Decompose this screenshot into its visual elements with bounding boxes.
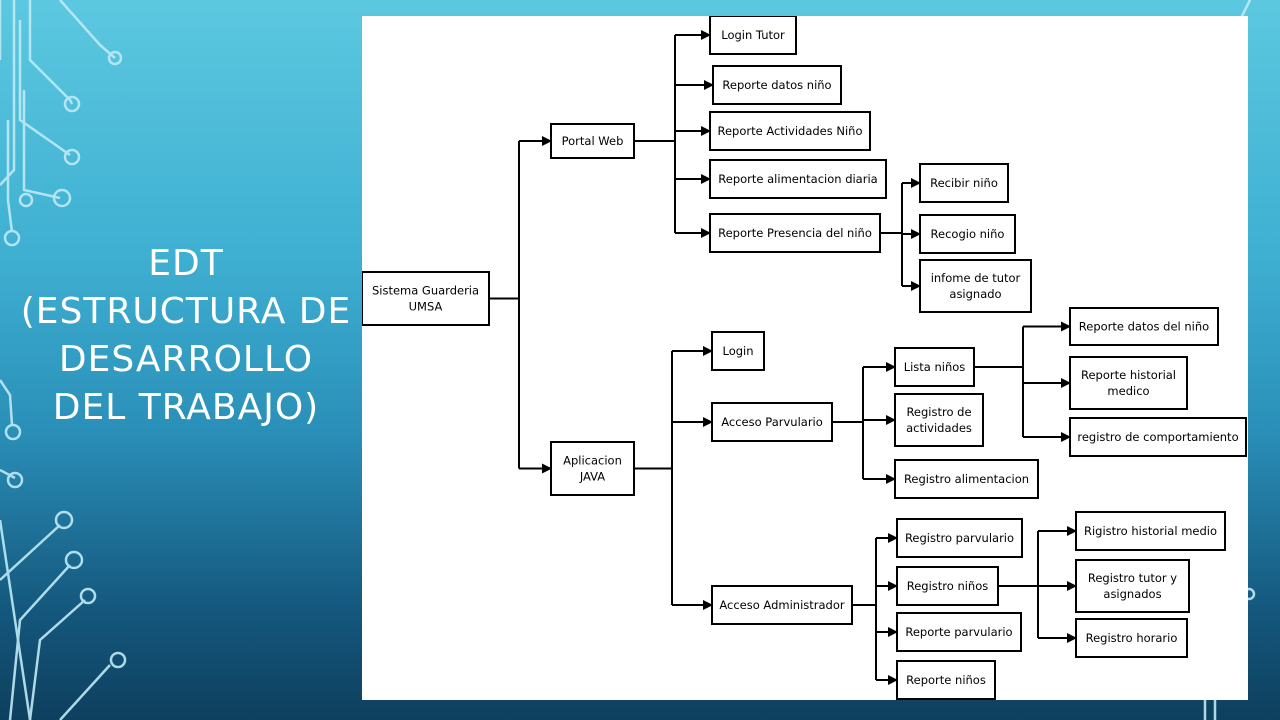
node-reg-horario: Registro horario [1075,618,1188,658]
node-acc-parv: Acceso Parvulario [711,402,833,442]
node-login: Login [711,331,765,371]
node-portal: Portal Web [550,123,635,159]
node-label: Portal Web [562,134,624,148]
node-lista-ninos: Lista niños [894,347,975,387]
node-label: Aplicacion [563,454,622,468]
title-line-4: DEL TRABAJO) [52,387,320,428]
node-box [894,459,1039,499]
node-rep-datos-nino: Reporte datos niño [712,65,842,105]
node-label: Registro horario [1086,631,1178,645]
node-box [1069,356,1188,410]
node-label: Reporte niños [906,673,986,687]
node-box [919,214,1016,254]
node-label: Lista niños [904,360,966,374]
node-label: Sistema Guarderia [372,284,479,298]
node-box [919,163,1009,203]
title-line-2: (ESTRUCTURA DE [20,291,352,332]
node-label: Recogio niño [931,227,1005,241]
node-rep-presencia: Reporte Presencia del niño [709,213,881,253]
node-box [711,585,853,625]
node-label: medico [1107,384,1149,398]
node-label: Registro de [906,405,971,419]
node-rep-act-nino: Reporte Actividades Niño [709,111,871,151]
node-reg-alim: Registro alimentacion [894,459,1039,499]
title-line-1: EDT [148,243,224,284]
node-label: Reporte Presencia del niño [718,226,872,240]
node-label: Rigistro historial medio [1084,524,1217,538]
node-label: Login Tutor [721,28,785,42]
node-label: actividades [906,421,972,435]
node-label: asignados [1103,587,1161,601]
node-box [896,518,1023,558]
node-recibir: Recibir niño [919,163,1009,203]
node-label: Acceso Parvulario [721,415,823,429]
node-box [709,159,887,199]
node-rep-datos-del-nino: Reporte datos del niño [1069,307,1219,346]
node-box [711,402,833,442]
node-label: Reporte alimentacion diaria [718,172,877,186]
node-box [709,213,881,253]
node-label: Registro niños [907,579,989,593]
node-rep-hist-med: Reporte historial medico [1069,356,1188,410]
node-label: Registro tutor y [1088,571,1177,585]
node-infome: infome de tutor asignado [919,259,1032,313]
node-box [1075,618,1188,658]
node-rep-ninos: Reporte niños [896,660,996,700]
node-box [896,660,996,700]
node-label: Reporte datos del niño [1079,320,1209,334]
node-box [1075,511,1226,551]
node-acc-admin: Acceso Administrador [711,585,853,625]
node-label: Reporte Actividades Niño [717,124,862,138]
node-reg-ninos: Registro niños [896,566,999,606]
title-line-3: DESARROLLO [58,339,314,380]
node-label: Reporte datos niño [722,78,831,92]
node-box [894,393,984,447]
node-box [550,123,635,159]
node-box [1069,417,1247,457]
node-label: registro de comportamiento [1077,430,1238,444]
node-box [1069,307,1219,346]
node-login-tutor: Login Tutor [709,16,797,55]
node-recogio: Recogio niño [919,214,1016,254]
node-label: infome de tutor [931,271,1021,285]
node-label: UMSA [409,300,443,314]
node-reg-parv: Registro parvulario [896,518,1023,558]
node-rig-hist: Rigistro historial medio [1075,511,1226,551]
node-label: Reporte parvulario [905,625,1012,639]
node-rep-parv: Reporte parvulario [896,612,1022,652]
node-box [362,271,490,326]
node-box [711,331,765,371]
node-label: Acceso Administrador [719,598,845,612]
node-rep-alim-diaria: Reporte alimentacion diaria [709,159,887,199]
node-label: Recibir niño [930,176,998,190]
node-box [896,566,999,606]
node-box [550,441,635,496]
node-box [896,612,1022,652]
node-box [712,65,842,105]
node-label: JAVA [579,470,605,484]
slide-title: EDT (ESTRUCTURA DE DESARROLLO DEL TRABAJ… [18,240,354,432]
node-box [894,347,975,387]
node-reg-comp: registro de comportamiento [1069,417,1247,457]
node-box [709,111,871,151]
node-label: Login [722,344,753,358]
node-label: Reporte historial [1081,368,1176,382]
node-label: asignado [949,287,1001,301]
node-box [919,259,1032,313]
node-label: Registro parvulario [905,531,1014,545]
node-box [1075,559,1190,613]
node-box [709,16,797,55]
node-reg-act: Registro de actividades [894,393,984,447]
node-label: Registro alimentacion [904,472,1029,486]
node-reg-tutor: Registro tutor y asignados [1075,559,1190,613]
